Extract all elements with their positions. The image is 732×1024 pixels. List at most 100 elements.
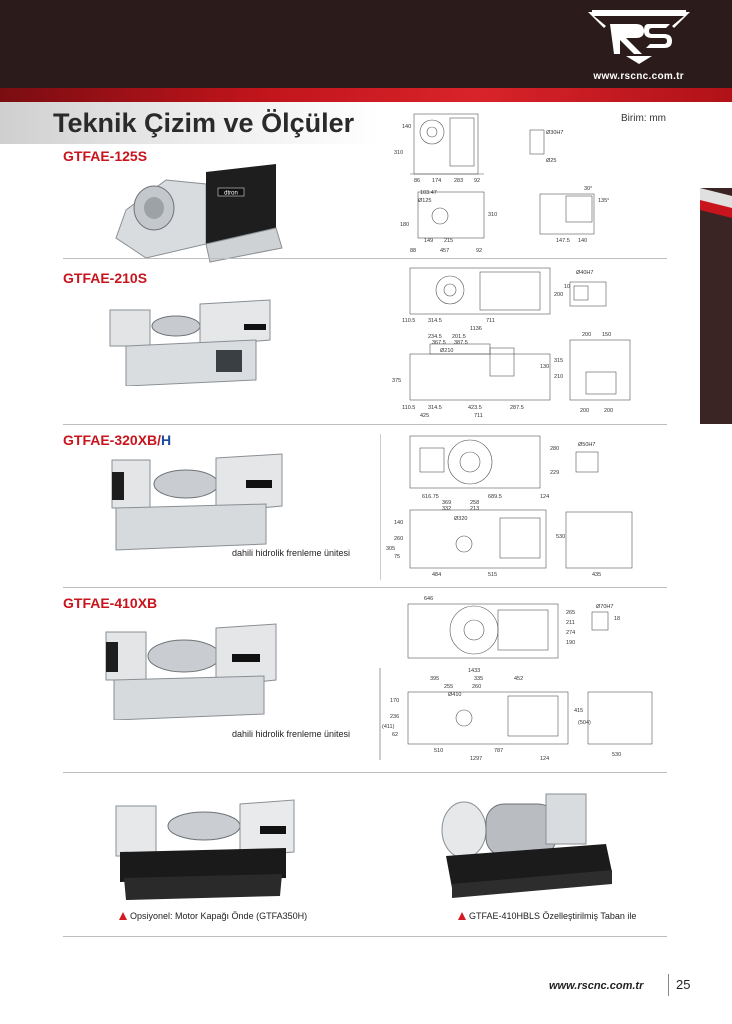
dim-410-d15: 170 [390, 698, 399, 704]
dim-125s-d15: 88 [410, 248, 416, 254]
dim-210s-d16: 375 [392, 378, 401, 384]
caption-custom-base: GTFAE-410HBLS Özelleştirilmiş Taban ile [458, 911, 636, 921]
dim-410-d21: 510 [434, 748, 443, 754]
dim-410-d20: (504) [578, 720, 591, 726]
dim-125s-d3: 86 [414, 178, 420, 184]
model-gtfae-320xb: GTFAE-320XB/H [63, 432, 171, 448]
model-gtfae-210s: GTFAE-210S [63, 270, 148, 286]
dim-410-d18: 62 [392, 732, 398, 738]
header-red-bar [0, 88, 732, 102]
dim-410-d3: 18 [614, 616, 620, 622]
page-header: www.rscnc.com.tr [0, 0, 732, 88]
dim-210s-d26: 200 [604, 408, 613, 414]
caption-text: Opsiyonel: Motor Kapağı Önde (GTFA350H) [130, 911, 308, 921]
dim-210s-d25: 200 [580, 408, 589, 414]
dim-125s-d1: 140 [402, 124, 411, 130]
dim-320-d19: 435 [592, 572, 601, 578]
dim-320-d17: 484 [432, 572, 441, 578]
product-photo-gtfae-210s [109, 299, 271, 386]
dim-320-d9: 332 [442, 506, 451, 512]
dim-210s-d8: 234.5 [428, 334, 442, 340]
dim-320-d12: 140 [394, 520, 403, 526]
title-band [0, 102, 380, 144]
page-number: 25 [676, 977, 691, 992]
dim-125s-d6: 92 [474, 178, 480, 184]
dim-320-d18: 515 [488, 572, 497, 578]
footer-divider [668, 974, 669, 996]
dim-320-d8: 258 [470, 500, 479, 506]
dim-410-d17: (411) [382, 724, 395, 730]
product-photo-gtfae-410xb [105, 623, 277, 720]
dim-210s-d9: 201.5 [452, 334, 466, 340]
header-url[interactable]: www.rscnc.com.tr [593, 71, 684, 82]
dim-320-d5: 689.5 [488, 494, 502, 500]
note-hydraulic-brake-320: dahili hidrolik frenleme ünitesi [232, 548, 351, 558]
dim-210s-d1: Ø40H7 [576, 270, 593, 276]
dim-410-d1: 646 [424, 596, 433, 602]
dim-125s-d5: 283 [454, 178, 463, 184]
dim-320-d1: 280 [550, 446, 559, 452]
dim-410-d7: 190 [566, 640, 575, 646]
dim-125s-d20: 147.5 [556, 238, 570, 244]
dim-125s-d17: 92 [476, 248, 482, 254]
dim-210s-d4: 110.5 [402, 318, 415, 324]
section-divider [63, 424, 667, 425]
dim-410-d11: 452 [514, 676, 523, 682]
warning-triangle-icon [458, 912, 466, 920]
dim-125s-d16: 457 [440, 248, 449, 254]
dim-210s-d11: 387.5 [454, 340, 468, 346]
dim-125s-d11: 310 [488, 212, 497, 218]
dim-210s-d17: 110.5 [402, 405, 415, 411]
section-divider [63, 936, 667, 937]
dim-210s-d7: 1136 [470, 326, 482, 332]
dim-320-d10: 213 [470, 506, 479, 512]
option-photo-custom-base [441, 793, 612, 898]
dim-410-d5: 211 [566, 620, 575, 626]
dim-210s-d15: 210 [554, 374, 563, 380]
drawing-gtfae-210s: Ø40H7 10 200 110.5 314.5 711 1136 234.5 … [392, 267, 631, 419]
dim-125s-d10: Ø125 [418, 198, 431, 204]
dim-210s-d14: 130 [540, 364, 549, 370]
dim-320-d16: 530 [556, 534, 565, 540]
model-suffix: H [161, 432, 172, 448]
caption-motor-front: Opsiyonel: Motor Kapağı Önde (GTFA350H) [119, 911, 307, 921]
warning-triangle-icon [119, 912, 127, 920]
product-photo-gtfae-125s: dtron [115, 164, 283, 263]
dim-320-d4: 616.75 [422, 494, 439, 500]
dim-125s-d14: 215 [444, 238, 453, 244]
dim-125s-d2: 310 [394, 150, 403, 156]
dim-320-d2: 229 [550, 470, 559, 476]
machine-brand-label: dtron [224, 191, 238, 197]
dim-210s-d24: 150 [602, 332, 611, 338]
dim-125s-d12: 180 [400, 222, 409, 228]
dim-320-d11: Ø320 [454, 516, 467, 522]
dim-210s-d21: 425 [420, 413, 429, 419]
dim-210s-d2: 10 [564, 284, 570, 290]
rs-logo-icon [588, 10, 690, 64]
dim-125s-d8: Ø25 [546, 158, 556, 164]
dim-410-d10: 335 [474, 676, 483, 682]
dim-410-d4: 265 [566, 610, 575, 616]
drawing-gtfae-125s: 140 310 86 174 283 92 Ø30H7 Ø25 103.47 Ø… [394, 113, 609, 254]
dim-210s-d20: 287.5 [510, 405, 524, 411]
dim-320-d3: Ø50H7 [578, 442, 595, 448]
footer-url[interactable]: www.rscnc.com.tr [549, 980, 644, 992]
drawing-gtfae-320xb: 280 229 Ø50H7 616.75 689.5 124 369 258 3… [380, 434, 633, 580]
dim-210s-d18: 314.5 [428, 405, 442, 411]
model-gtfae-410xb: GTFAE-410XB [63, 595, 158, 611]
dim-210s-d19: 423.5 [468, 405, 482, 411]
dim-125s-d19: 135° [598, 198, 609, 204]
dim-125s-d4: 174 [432, 178, 441, 184]
dim-125s-d9: 103.47 [420, 190, 437, 196]
dim-410-d8: 1433 [468, 668, 480, 674]
option-photo-motor-front [115, 799, 295, 900]
note-hydraulic-brake-410: dahili hidrolik frenleme ünitesi [232, 729, 351, 739]
dim-320-d7: 369 [442, 500, 451, 506]
caption-text: GTFAE-410HBLS Özelleştirilmiş Taban ile [469, 911, 637, 921]
dim-125s-d7: Ø30H7 [546, 130, 563, 136]
product-photo-gtfae-320xb [111, 453, 283, 551]
dim-410-d9: 395 [430, 676, 439, 682]
dim-210s-d6: 711 [486, 318, 495, 324]
section-divider [63, 258, 667, 259]
dim-410-d2: Ø70H7 [596, 604, 613, 610]
